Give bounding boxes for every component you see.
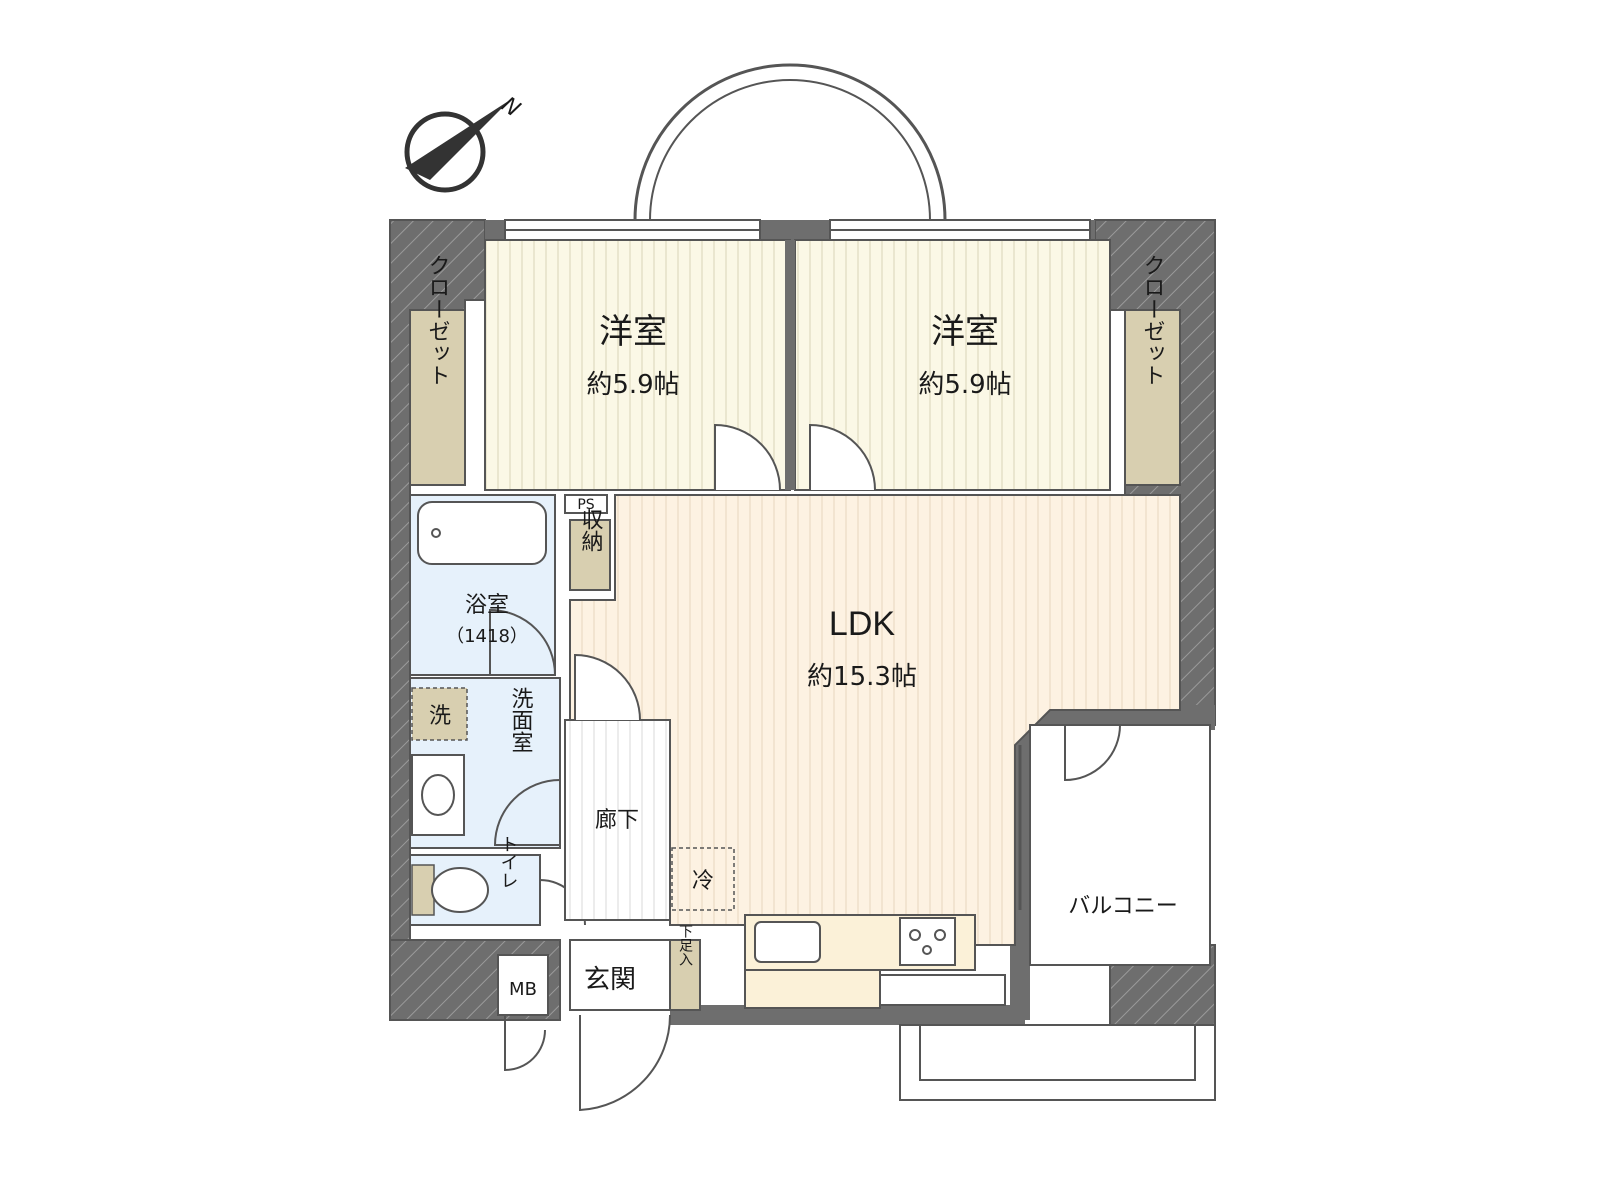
top-windows [504,219,1091,241]
laundry-label: 洗 [429,704,451,729]
bathroom-name: 浴室 [465,593,509,618]
washbasin-icon [411,754,465,836]
compass: N [404,92,525,193]
bathroom-size: （1418） [446,626,528,647]
closet-right-label: クローゼット [1140,254,1165,386]
western-left-size: 約5.9帖 [586,370,679,400]
closet-left [409,309,466,486]
ps-box [564,494,608,514]
toilet-icon [431,867,489,913]
washroom-name: 洗面室 [508,687,534,753]
closet-right [1124,309,1181,486]
fridge-space [671,847,735,911]
sink-icon [754,921,821,963]
stove-icon [899,917,956,966]
fridge-label: 冷 [692,869,714,894]
laundry-space [411,687,468,741]
western-room-right [794,239,1111,491]
balcony-name: バルコニー [1068,894,1178,919]
bathtub-icon [417,501,547,565]
door-western-left[interactable] [714,423,781,491]
western-right-size: 約5.9帖 [918,370,1011,400]
shoe-box-label: 下足入 [677,924,693,966]
hallway-name: 廊下 [595,808,639,833]
entrance-name: 玄関 [584,965,636,995]
hallway [564,719,671,921]
bay-window-arc [633,63,947,221]
door-mb[interactable] [504,1015,546,1072]
storage-label: 収納 [578,508,604,552]
ps-label: PS [577,497,594,513]
toilet-label: トイレ [498,835,519,889]
door-western-right[interactable] [809,423,876,491]
balcony [1029,724,1211,966]
mb-label: MB [509,979,537,1000]
ldk-name: LDK [829,605,895,643]
ldk-size: 約15.3帖 [807,662,917,692]
mb-box [497,954,549,1016]
shoe-box [669,939,701,1011]
door-washroom[interactable] [493,779,561,846]
door-bathroom[interactable] [489,608,556,676]
door-entrance[interactable] [579,1014,672,1112]
entrance [569,939,671,1011]
compass-needle-icon [405,100,510,180]
door-balcony[interactable] [1064,724,1121,782]
western-right-name: 洋室 [931,312,999,352]
western-left-name: 洋室 [599,312,667,352]
storage [569,519,611,591]
closet-left-label: クローゼット [425,254,450,386]
door-hallway[interactable] [574,653,641,721]
compass-north-label: N [497,92,525,122]
compass-ring-icon [404,111,486,193]
